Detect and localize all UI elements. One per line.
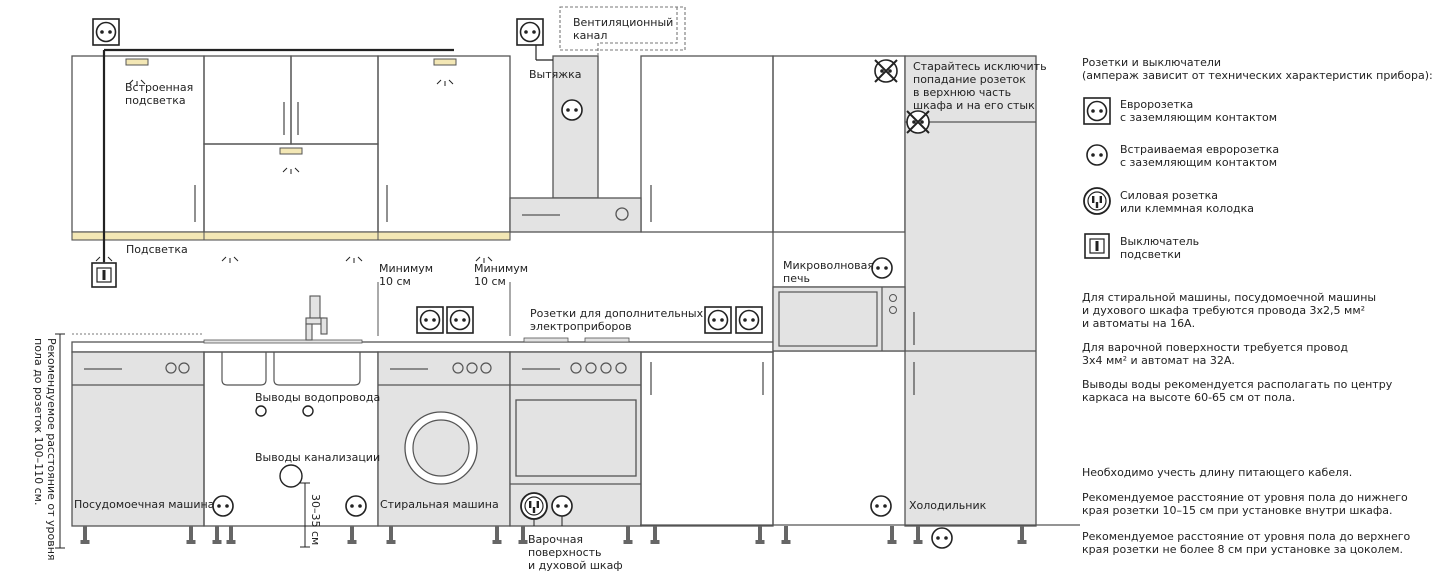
range-hood — [509, 6, 686, 233]
hob-oven-label: Варочная поверхность и духовой шкаф — [528, 533, 623, 572]
legend-switch-text: Выключатель подсветки — [1120, 235, 1200, 261]
tall-cabinet — [904, 55, 1037, 527]
note-lower-edge: Рекомендуемое расстояние от уровня пола … — [1082, 491, 1408, 517]
kitchen-drawing — [55, 6, 1111, 549]
legend-euro-outlet-text: Евророзетка с заземляющим контактом — [1120, 98, 1278, 124]
legend-title: Розетки и выключатели (ампераж зависит о… — [1082, 56, 1433, 82]
under-cabinet-lights — [71, 58, 511, 264]
builtin-light-label: Встроенная подсветка — [125, 81, 194, 107]
note-upper-edge: Рекомендуемое расстояние от уровня пола … — [1082, 530, 1411, 556]
sewer-height-dimension: 30–35 см — [308, 494, 322, 554]
note-wiring-washer: Для стиральной машины, посудомоечной маш… — [1082, 291, 1377, 330]
avoid-note-label: Старайтесь исключить попадание розеток в… — [913, 60, 1047, 112]
washer-label: Стиральная машина — [380, 498, 499, 511]
underlight-label: Подсветка — [126, 243, 188, 256]
water-outlets-label: Выводы водопровода — [255, 391, 381, 404]
fridge-label: Холодильник — [909, 499, 987, 512]
vent-duct-label: Вентиляционный канал — [573, 16, 674, 42]
note-water-center: Выводы воды рекомендуется располагать по… — [1082, 378, 1393, 404]
countertop-and-bases — [71, 286, 1080, 527]
extra-outlets-label: Розетки для дополнительных электроприбор… — [530, 307, 704, 333]
kitchen-wiring-diagram: Встроенная подсветка Подсветка Вытяжка В… — [30, 6, 1433, 572]
min-left-label: Минимум 10 см — [379, 262, 434, 288]
legend-builtin-outlet-text: Встраиваемая евророзетка с заземляющим к… — [1120, 143, 1280, 169]
note-wiring-hob: Для варочной поверхности требуется прово… — [1082, 341, 1348, 367]
height-side-dimension: Рекомендуемое расстояние от уровня пола … — [30, 338, 58, 561]
outlets — [91, 18, 953, 549]
note-cable-length: Необходимо учесть длину питающего кабеля… — [1082, 466, 1353, 479]
microwave-label: Микроволновая печь — [783, 259, 875, 285]
min-right-label: Минимум 10 см — [474, 262, 529, 288]
height-side-label: Рекомендуемое расстояние от уровня пола … — [32, 338, 58, 561]
dishwasher-label: Посудомоечная машина — [74, 498, 215, 511]
sewer-outlets-label: Выводы канализации — [255, 451, 381, 464]
legend-power-outlet-text: Силовая розетка или клеммная колодка — [1120, 189, 1255, 215]
height-sewer-label: 30–35 см — [309, 494, 322, 546]
hood-label: Вытяжка — [529, 68, 582, 81]
legend-icons — [1083, 97, 1111, 259]
water-sewer-points — [55, 333, 314, 549]
